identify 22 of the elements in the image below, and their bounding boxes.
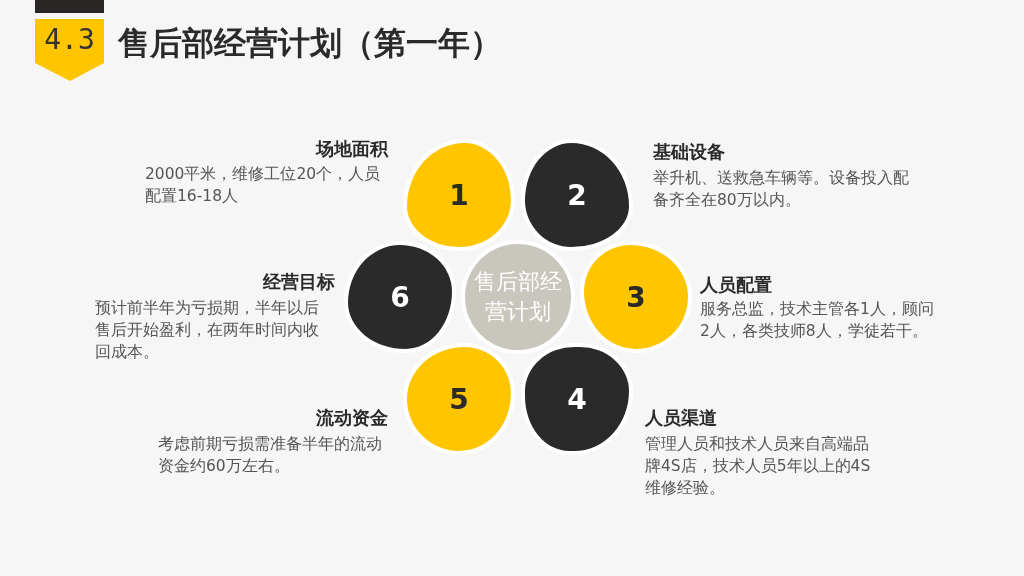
petal-number: 4 xyxy=(567,382,587,416)
item-heading: 场地面积 xyxy=(316,137,388,161)
item-heading: 基础设备 xyxy=(653,140,725,164)
section-number: 4.3 xyxy=(43,23,96,56)
item-heading: 人员渠道 xyxy=(645,406,717,430)
item-description: 举升机、送救急车辆等。设备投入配备齐全在80万以内。 xyxy=(653,168,909,211)
item-description: 考虑前期亏损需准备半年的流动资金约60万左右。 xyxy=(158,434,383,477)
petal-number: 1 xyxy=(449,178,469,212)
item-heading: 人员配置 xyxy=(700,273,772,297)
petal-number: 5 xyxy=(449,382,469,416)
center-label: 售后部经营计划 xyxy=(473,268,563,326)
item-heading: 流动资金 xyxy=(316,406,388,430)
item-description: 管理人员和技术人员来自高端品牌4S店，技术人员5年以上的4S维修经验。 xyxy=(645,434,872,499)
item-description: 预计前半年为亏损期，半年以后售后开始盈利，在两年时间内收回成本。 xyxy=(95,298,320,363)
petal-number: 3 xyxy=(626,280,646,314)
item-description: 服务总监，技术主管各1人，顾问2人，各类技师8人，学徒若干。 xyxy=(700,299,935,342)
page-title: 售后部经营计划（第一年） xyxy=(118,23,502,64)
number-badge xyxy=(35,19,104,81)
item-heading: 经营目标 xyxy=(263,270,335,294)
petal-number: 2 xyxy=(567,178,587,212)
item-description: 2000平米，维修工位20个，人员配置16-18人 xyxy=(145,164,382,207)
petal-number: 6 xyxy=(390,280,410,314)
